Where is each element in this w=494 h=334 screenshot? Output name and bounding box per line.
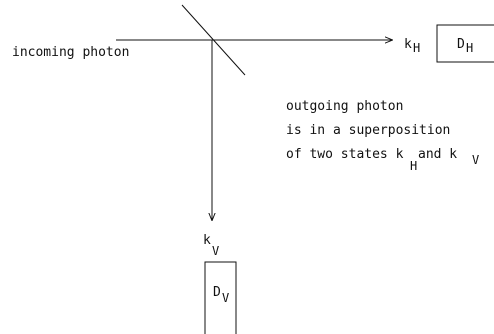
annotation-line-2: is in a superposition	[286, 123, 450, 138]
incoming-photon-label: incoming photon	[12, 45, 129, 60]
detector-v-box	[204, 261, 237, 334]
dv-subscript: V	[222, 291, 229, 305]
annotation-line-3-mid: and k	[418, 147, 457, 162]
dv-label: D	[213, 285, 221, 300]
annotation-sub-h: H	[410, 159, 417, 173]
detector-h-box	[436, 24, 494, 63]
kh-subscript: H	[413, 41, 420, 55]
annotation-line-3-prefix: of two states k	[286, 147, 404, 162]
dh-subscript: H	[466, 41, 473, 55]
kh-label: k	[404, 37, 412, 52]
annotation-line-1: outgoing photon	[286, 99, 403, 114]
dh-label: D	[457, 37, 465, 52]
kv-subscript: V	[212, 244, 219, 258]
kv-label: k	[203, 233, 211, 248]
annotation-sub-v: V	[472, 153, 479, 167]
